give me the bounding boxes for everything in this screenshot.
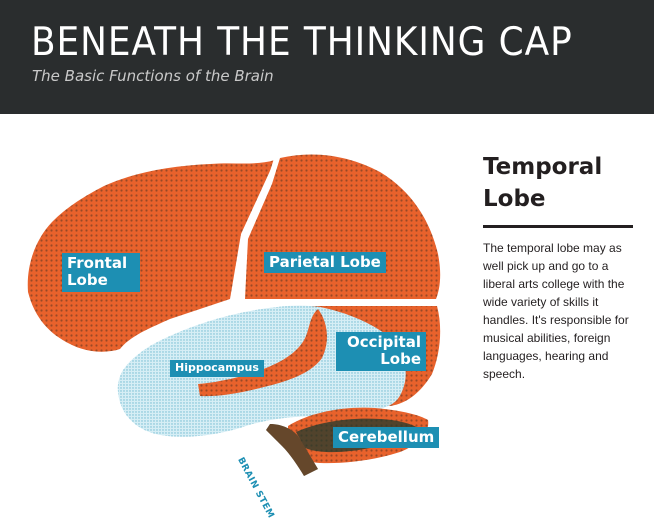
page-title: BENEATH THE THINKING CAP xyxy=(31,20,573,65)
brain-illustration xyxy=(27,153,445,476)
occipital-lobe-label: Occipital Lobe xyxy=(336,332,426,371)
header-banner: BENEATH THE THINKING CAP The Basic Funct… xyxy=(0,0,654,114)
sidebar-divider xyxy=(483,225,633,228)
sidebar-title: Temporal Lobe xyxy=(483,154,603,212)
cerebellum-label: Cerebellum xyxy=(333,427,440,449)
brain-stem xyxy=(266,424,318,476)
hippocampus-label: Hippocampus xyxy=(170,360,264,377)
frontal-lobe-label: Frontal Lobe xyxy=(62,253,140,292)
sidebar-body: The temporal lobe may as well pick up an… xyxy=(483,241,629,381)
parietal-lobe-label: Parietal Lobe xyxy=(264,252,386,274)
page-subtitle: The Basic Functions of the Brain xyxy=(32,67,274,85)
